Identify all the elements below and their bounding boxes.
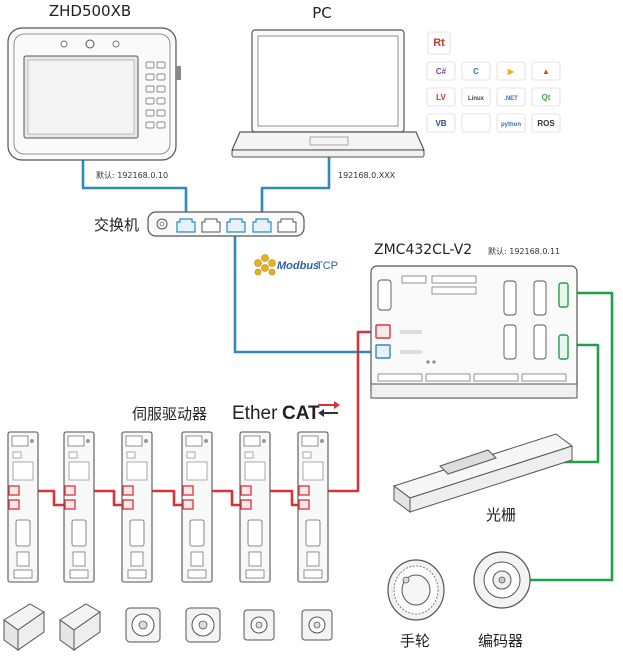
software-icon-text: C — [473, 67, 479, 76]
pc-title: PC — [312, 4, 332, 22]
servo-drives-label: 伺服驱动器 — [132, 405, 207, 423]
software-icon: LV — [426, 87, 456, 107]
software-icon-text: python — [501, 122, 521, 128]
ethercat-ether-text: Ether — [232, 403, 278, 424]
linear-grating: 光栅 — [392, 433, 574, 524]
modbus-logo-icon — [254, 254, 276, 276]
controller-ip-label: 默认: 192168.0.11 — [488, 246, 560, 256]
software-icon: python — [496, 113, 526, 133]
stepper-motor — [301, 609, 333, 641]
modbus-tcp-logo: Modbus TCP — [254, 254, 338, 276]
software-icon: Linux — [461, 87, 491, 107]
grating-label: 光栅 — [486, 506, 516, 524]
pendant-ip-label: 默认: 192168.0.10 — [96, 170, 168, 180]
modbus-tcp-text: TCP — [316, 260, 338, 272]
servo-motors — [125, 607, 221, 643]
software-icon: VB — [426, 113, 456, 133]
software-icon: ▶ — [496, 61, 526, 81]
software-icon-text: .NET — [504, 96, 518, 102]
software-icon-text: VB — [435, 119, 446, 128]
pc-laptop: PC 192168.0.XXX — [231, 4, 425, 180]
software-icon: .NET — [496, 87, 526, 107]
software-icon-text: LV — [436, 93, 446, 102]
servo-drive — [297, 431, 329, 583]
pendant-keypad — [145, 61, 166, 129]
ethercat-cat-text: CAT — [282, 403, 320, 424]
software-icon-text: ▶ — [507, 67, 515, 76]
software-icon-text: ▲ — [542, 67, 550, 76]
servo-drive — [63, 431, 95, 583]
ethercat-arrows-icon — [318, 401, 340, 417]
software-icon: C — [461, 61, 491, 81]
switch-label: 交换机 — [94, 216, 139, 234]
motion-controller: ZMC432CL-V2 默认: 192168.0.11 — [370, 242, 578, 399]
controller-title: ZMC432CL-V2 — [374, 242, 472, 258]
software-icon-text: Rt — [433, 37, 445, 49]
software-icon-text: Linux — [468, 96, 485, 102]
software-icon: ▲ — [531, 61, 561, 81]
handwheel-encoder-cable — [540, 343, 600, 464]
pc-ip-label: 192168.0.XXX — [338, 171, 396, 180]
software-icon: C# — [426, 61, 456, 81]
modbus-brand-text: Modbus — [277, 260, 319, 272]
software-icon-text: Qt — [542, 93, 551, 102]
controller-ethernet-cable — [233, 224, 384, 354]
switch-ports — [176, 218, 297, 233]
software-icon: Qt — [531, 87, 561, 107]
linear-actuator — [3, 603, 45, 651]
pendant-title: ZHD500XB — [49, 2, 131, 20]
grating-cable — [528, 291, 614, 582]
servo-drive — [7, 431, 39, 583]
stepper-motors — [243, 609, 333, 641]
software-icon: ROS — [531, 113, 561, 133]
software-icon-text: ROS — [537, 119, 555, 128]
handwheel-device: 手轮 — [387, 559, 445, 650]
linear-actuator — [59, 603, 101, 651]
handwheel-label: 手轮 — [400, 632, 430, 650]
pendant-ethernet-cable — [81, 160, 188, 222]
linear-actuators — [3, 603, 101, 651]
stepper-motor — [243, 609, 275, 641]
ethercat-logo: Ether CAT — [232, 401, 340, 424]
pc-ethernet-cable — [260, 156, 331, 222]
pendant-device: ZHD500XB 默认: 192168.0.10 — [7, 2, 181, 180]
servo-drive — [239, 431, 271, 583]
servo-motor — [125, 607, 161, 643]
encoder-label: 编码器 — [478, 632, 523, 650]
software-icon — [461, 113, 491, 133]
software-icon: Rt — [427, 31, 451, 55]
servo-motor — [185, 607, 221, 643]
software-icon-text: C# — [436, 67, 447, 76]
ethernet-switch: 交换机 — [94, 211, 305, 237]
servo-drive — [121, 431, 153, 583]
encoder-device: 编码器 — [473, 551, 531, 650]
servo-drive — [181, 431, 213, 583]
servo-drives-group — [7, 431, 329, 583]
